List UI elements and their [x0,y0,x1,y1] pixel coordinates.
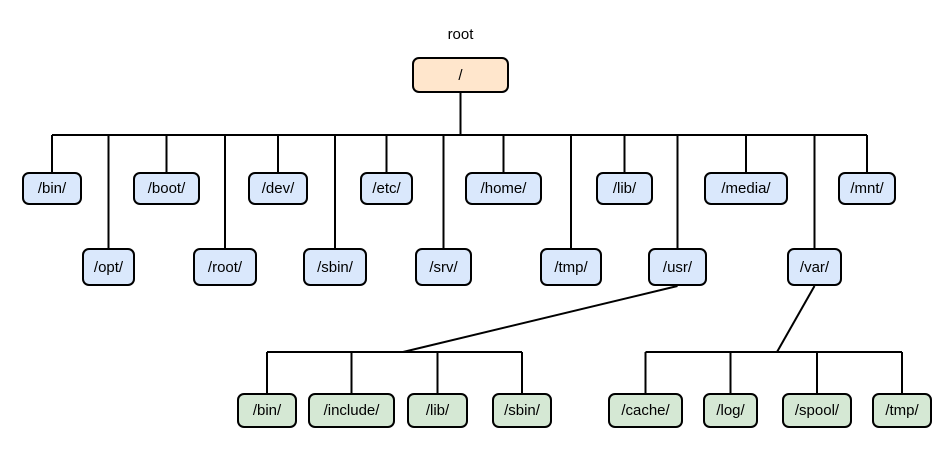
node-tmp: /tmp/ [540,248,602,286]
node-root-dir: /root/ [193,248,257,286]
node-var-spool: /spool/ [782,393,852,428]
node-opt: /opt/ [82,248,135,286]
node-var-log: /log/ [703,393,758,428]
node-etc: /etc/ [360,172,413,205]
edge-usr-diagonal [402,285,678,353]
node-lib: /lib/ [596,172,653,205]
node-home: /home/ [465,172,542,205]
node-usr: /usr/ [648,248,707,286]
node-root: / [412,57,509,93]
node-usr-sbin: /sbin/ [492,393,552,428]
node-usr-bin: /bin/ [237,393,297,428]
node-dev: /dev/ [248,172,308,205]
node-srv: /srv/ [415,248,472,286]
node-media: /media/ [704,172,788,205]
node-var-cache: /cache/ [608,393,683,428]
node-sbin: /sbin/ [303,248,367,286]
node-mnt: /mnt/ [838,172,896,205]
edge-var-diagonal [776,285,816,353]
node-boot: /boot/ [133,172,200,205]
node-usr-include: /include/ [308,393,395,428]
node-bin: /bin/ [22,172,82,205]
node-var: /var/ [787,248,842,286]
node-usr-lib: /lib/ [407,393,468,428]
root-caption: root [447,26,474,43]
node-var-tmp: /tmp/ [872,393,932,428]
